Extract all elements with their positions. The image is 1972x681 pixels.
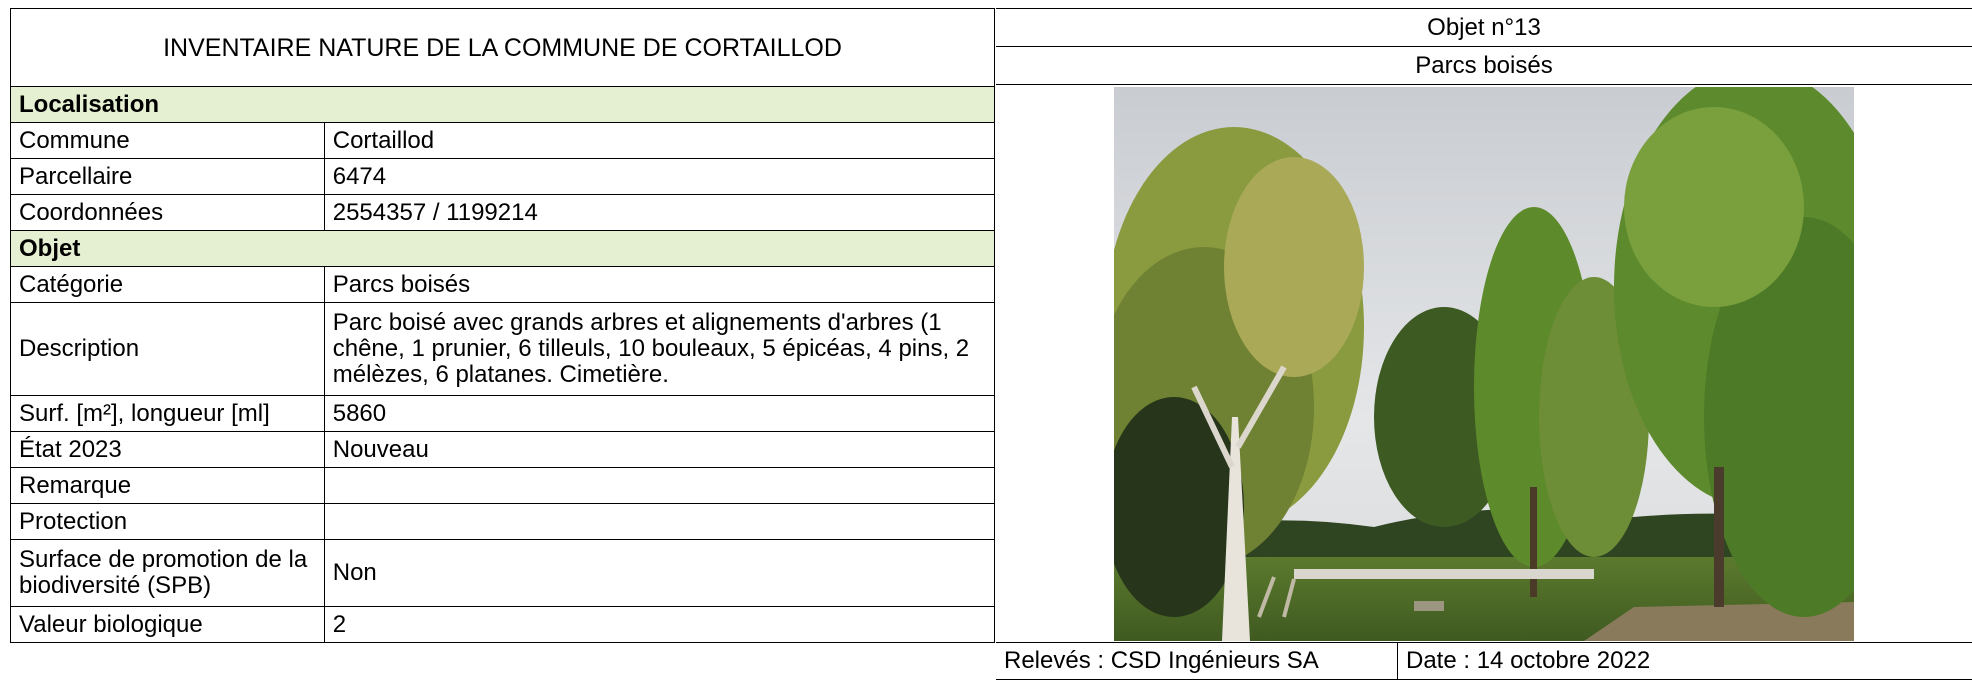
releves-label: Relevés : CSD Ingénieurs SA — [996, 643, 1398, 679]
field-label-categorie: Catégorie — [10, 266, 325, 303]
field-label-etat: État 2023 — [10, 431, 325, 468]
object-name: Parcs boisés — [996, 47, 1972, 85]
object-panel: Objet n°13 Parcs boisés — [996, 8, 1972, 680]
field-value-surface: 5860 — [323, 395, 996, 432]
field-label-spb: Surface de promotion de la biodiversité … — [10, 539, 325, 607]
object-number: Objet n°13 — [996, 9, 1972, 47]
field-value-parcellaire: 6474 — [323, 158, 996, 195]
field-value-coordonnees: 2554357 / 1199214 — [323, 194, 996, 231]
field-value-remarque — [323, 467, 996, 504]
field-value-etat: Nouveau — [323, 431, 996, 468]
object-photo — [1114, 87, 1854, 641]
object-footer: Relevés : CSD Ingénieurs SA Date : 14 oc… — [996, 642, 1972, 680]
inventory-table: INVENTAIRE NATURE DE LA COMMUNE DE CORTA… — [10, 8, 996, 643]
object-header: Objet n°13 Parcs boisés — [996, 8, 1972, 85]
field-label-commune: Commune — [10, 122, 325, 159]
field-value-categorie: Parcs boisés — [323, 266, 996, 303]
field-value-description: Parc boisé avec grands arbres et alignem… — [323, 302, 996, 396]
field-value-spb: Non — [323, 539, 996, 607]
field-label-protection: Protection — [10, 503, 325, 540]
section-objet: Objet — [10, 230, 995, 267]
document-title: INVENTAIRE NATURE DE LA COMMUNE DE CORTA… — [10, 8, 995, 87]
field-value-commune: Cortaillod — [323, 122, 996, 159]
field-label-remarque: Remarque — [10, 467, 325, 504]
field-label-parcellaire: Parcellaire — [10, 158, 325, 195]
field-label-valeur-biologique: Valeur biologique — [10, 606, 325, 643]
field-label-coordonnees: Coordonnées — [10, 194, 325, 231]
field-label-description: Description — [10, 302, 325, 396]
date-label: Date : 14 octobre 2022 — [1406, 647, 1651, 674]
field-value-valeur-biologique: 2 — [323, 606, 996, 643]
section-localisation: Localisation — [10, 86, 995, 123]
field-label-surface: Surf. [m²], longueur [ml] — [10, 395, 325, 432]
field-value-protection — [323, 503, 996, 540]
